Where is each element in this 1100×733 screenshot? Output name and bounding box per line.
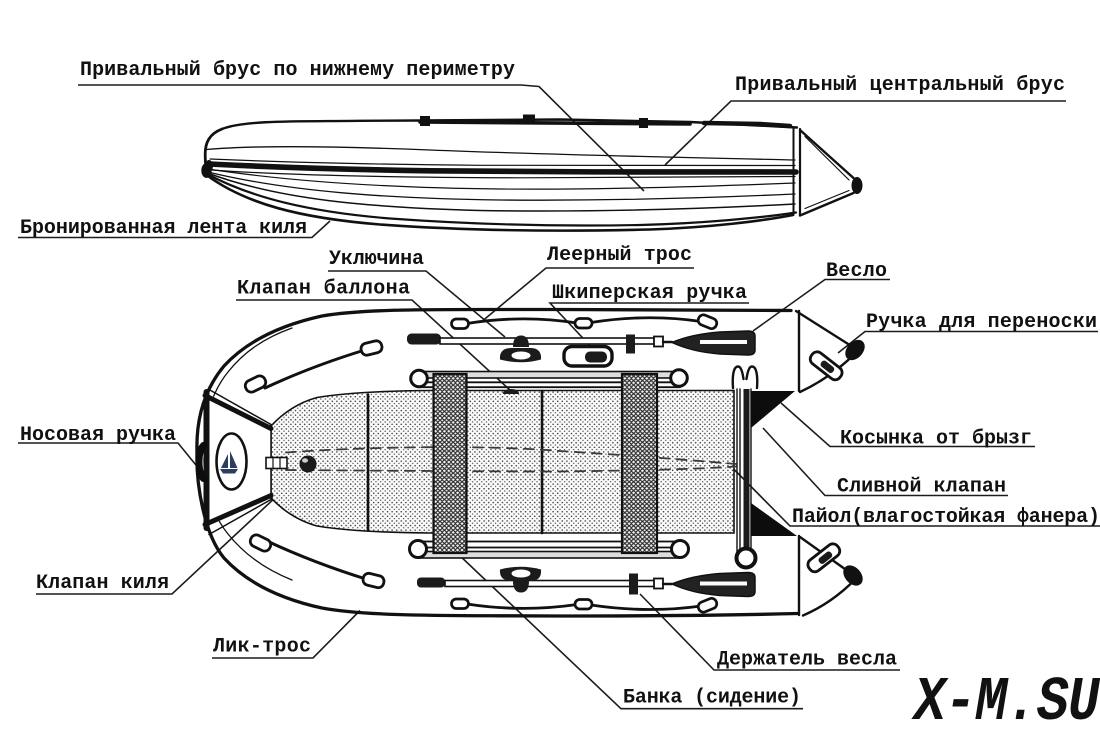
svg-text:X-M.SU: X-M.SU (911, 668, 1100, 733)
svg-text:Пайол(влагостойкая фанера): Пайол(влагостойкая фанера) (792, 506, 1100, 529)
svg-text:Банка (сидение): Банка (сидение) (623, 687, 801, 710)
svg-text:Привальный брус по нижнему пер: Привальный брус по нижнему периметру (80, 59, 515, 82)
svg-text:Весло: Весло (826, 260, 887, 283)
svg-text:Носовая ручка: Носовая ручка (20, 424, 176, 447)
svg-text:Сливной клапан: Сливной клапан (837, 476, 1006, 499)
svg-text:Клапан баллона: Клапан баллона (237, 278, 410, 301)
svg-text:Привальный центральный брус: Привальный центральный брус (735, 74, 1065, 97)
svg-text:Уключина: Уключина (329, 248, 424, 271)
svg-text:Держатель весла: Держатель весла (717, 649, 897, 672)
svg-text:Шкиперская ручка: Шкиперская ручка (552, 282, 747, 305)
svg-text:Бронированная лента киля: Бронированная лента киля (20, 217, 307, 240)
svg-text:Лик-трос: Лик-трос (213, 636, 311, 659)
svg-text:Косынка от брызг: Косынка от брызг (840, 428, 1032, 451)
svg-text:Ручка для переноски: Ручка для переноски (866, 311, 1097, 334)
svg-text:Клапан киля: Клапан киля (36, 572, 169, 595)
svg-text:Леерный трос: Леерный трос (547, 244, 692, 267)
